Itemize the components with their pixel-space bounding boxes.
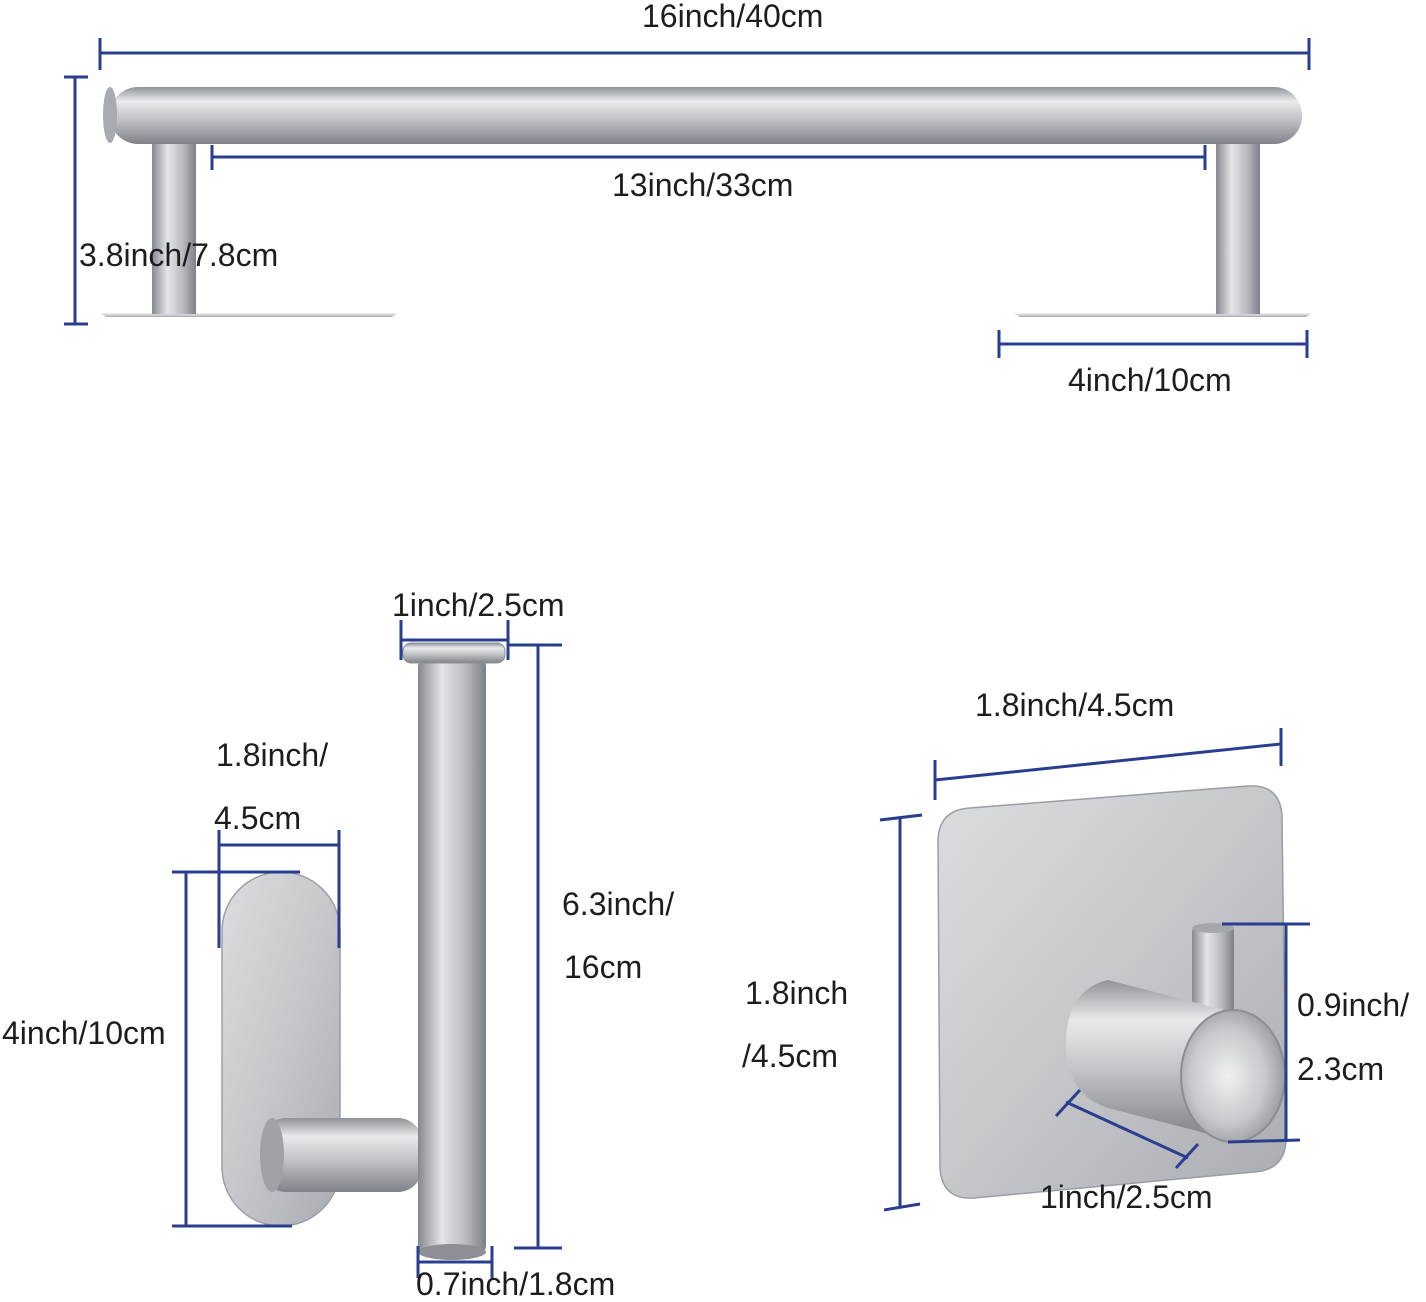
towel-bar-overall-length-label: 16inch/40cm bbox=[642, 0, 824, 34]
paper-holder-rod-length-label-line1: 6.3inch/ bbox=[562, 886, 675, 922]
hook-height-label-line2: 2.3cm bbox=[1297, 1051, 1385, 1087]
towel-bar-left-base bbox=[100, 313, 398, 317]
paper-holder-rod-length-label-line2: 16cm bbox=[564, 949, 643, 985]
towel-bar-dimensions bbox=[64, 38, 1311, 358]
paper-holder-plate-width-label-line1: 1.8inch/ bbox=[216, 737, 329, 773]
hook-plate-width-label: 1.8inch/4.5cm bbox=[975, 687, 1175, 723]
paper-holder-plate-height-label: 4inch/10cm bbox=[2, 1015, 166, 1051]
paper-holder-dimensions bbox=[172, 620, 562, 1278]
towel-bar-base-length-label: 4inch/10cm bbox=[1068, 362, 1232, 398]
paper-holder-arm bbox=[262, 1118, 422, 1192]
paper-holder-cap-width-label: 1inch/2.5cm bbox=[392, 587, 565, 623]
towel-bar-right-base bbox=[1014, 313, 1312, 317]
hook-depth-label: 1inch/2.5cm bbox=[1040, 1179, 1213, 1215]
hook-plate-height-label-line2: /4.5cm bbox=[742, 1038, 839, 1074]
hook-plate-height-label-line1: 1.8inch bbox=[745, 975, 849, 1011]
hook-end-disc bbox=[1180, 1009, 1286, 1143]
hook-illustration bbox=[937, 785, 1287, 1199]
towel-bar-right-post bbox=[1216, 128, 1260, 314]
towel-bar-left-post bbox=[152, 128, 196, 314]
towel-bar-illustration bbox=[100, 87, 1312, 317]
towel-bar-inner-length-label: 13inch/33cm bbox=[612, 167, 794, 203]
hook-height-label-line1: 0.9inch/ bbox=[1297, 987, 1410, 1023]
paper-holder-plate-width-label-line2: 4.5cm bbox=[214, 800, 302, 836]
towel-bar-height-label: 3.8inch/7.8cm bbox=[79, 237, 279, 273]
hook-upright bbox=[1192, 926, 1234, 1016]
hook-dimensions bbox=[879, 728, 1310, 1212]
paper-holder-illustration bbox=[221, 642, 506, 1260]
paper-holder-rod-diameter-label: 0.7inch/1.8cm bbox=[416, 1266, 616, 1302]
paper-holder-rod bbox=[418, 655, 486, 1257]
towel-bar-rod bbox=[110, 87, 1302, 144]
paper-holder-cap bbox=[402, 642, 506, 664]
